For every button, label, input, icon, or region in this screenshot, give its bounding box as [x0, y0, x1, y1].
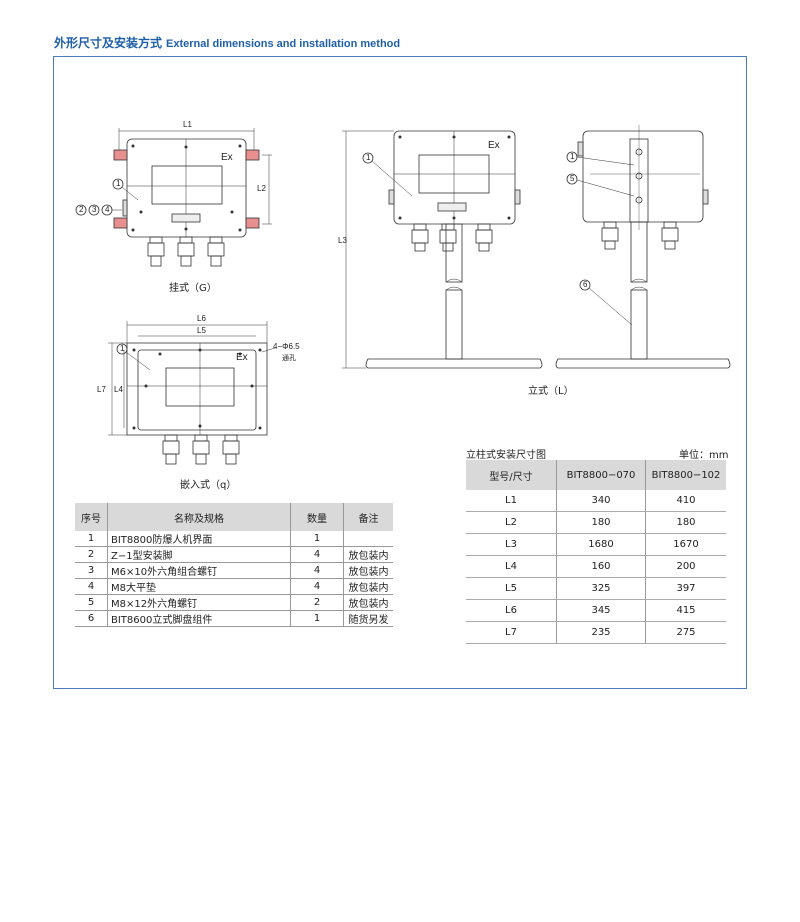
dims-table-title: 立柱式安装尺寸图 [466, 450, 546, 461]
hanging-left-ear-top [113, 149, 128, 161]
standing-pole [445, 223, 463, 283]
hanging-dim-l2: L2 [257, 184, 266, 193]
parts-col-qty: 数量 [290, 503, 344, 531]
hanging-right-ear-bottom [245, 217, 260, 229]
embedded-enclosure [137, 349, 257, 431]
parts-col-name: 名称及规格 [107, 503, 291, 531]
dims-col-102: BIT8800−102 [645, 460, 726, 490]
hanging-callout-4: 4 [105, 205, 110, 214]
hanging-left-ear-bottom [113, 217, 128, 229]
embedded-dim-l5: L5 [197, 326, 206, 335]
standing-base-plate [365, 358, 543, 369]
hanging-screen [151, 165, 223, 205]
technical-drawings [75, 125, 731, 465]
embedded-dim-l7: L7 [97, 385, 106, 394]
embedded-caption: 嵌入式（q） [180, 480, 237, 491]
hanging-callout-3: 3 [92, 205, 97, 214]
standing-side-enclosure [582, 130, 704, 223]
standing-caption: 立式（L） [528, 386, 574, 397]
standing-dim-l3: L3 [338, 236, 347, 245]
dims-table-unit: 单位：mm [679, 450, 729, 461]
embedded-callout-1: 1 [120, 344, 125, 353]
standing-callout-1b: 1 [570, 152, 575, 161]
embedded-cable-glands [162, 434, 240, 465]
parts-col-no: 序号 [75, 503, 108, 531]
dims-col-070: BIT8800−070 [556, 460, 646, 490]
hanging-right-ear-top [245, 149, 260, 161]
header-title-en: External dimensions and installation met… [166, 38, 401, 50]
parts-col-note: 备注 [343, 503, 393, 531]
standing-callout-1a: 1 [366, 153, 371, 162]
embedded-ex-label: Ex [236, 352, 248, 363]
content-frame [53, 56, 747, 689]
header-title-cn: 外形尺寸及安装方式 [54, 36, 163, 50]
embedded-hole-note: 4−Φ6.5 [273, 342, 300, 351]
parts-header-row: 序号 名称及规格 数量 备注 [75, 503, 393, 531]
dims-col-model: 型号/尺寸 [466, 460, 557, 490]
standing-ex-label: Ex [488, 140, 500, 151]
hanging-callout-2: 2 [79, 205, 84, 214]
hanging-cable-glands [147, 236, 225, 267]
embedded-dim-l6: L6 [197, 314, 206, 323]
hanging-caption: 挂式（G） [169, 283, 217, 294]
hanging-ex-label: Ex [221, 152, 233, 163]
hanging-drawing [75, 128, 272, 267]
standing-front-drawing [342, 130, 543, 369]
standing-callout-6: 6 [583, 280, 588, 289]
hanging-dim-l1: L1 [183, 120, 192, 129]
standing-cable-glands [411, 223, 493, 252]
dims-header-row: 型号/尺寸 BIT8800−070 BIT8800−102 [466, 460, 726, 490]
hanging-nameplate [171, 213, 201, 223]
standing-side-drawing [555, 125, 731, 369]
embedded-dim-l4: L4 [114, 385, 123, 394]
embedded-drawing [108, 321, 276, 465]
standing-side-pole [630, 221, 648, 283]
standing-callout-5: 5 [570, 174, 575, 183]
embedded-hole-sub: 通孔 [282, 355, 296, 362]
hanging-callout-1: 1 [116, 179, 121, 188]
